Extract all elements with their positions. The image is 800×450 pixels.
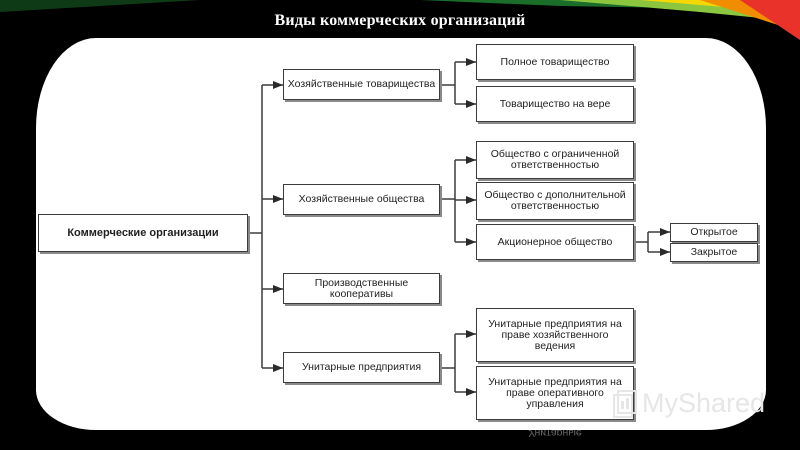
level2-box-0: Полное товарищество bbox=[476, 44, 634, 80]
reflection-text: Унитарные bbox=[476, 430, 634, 450]
level1-box-1: Хозяйственные общества bbox=[283, 184, 440, 215]
myshared-logo-icon bbox=[612, 389, 638, 419]
root-box: Коммерческие организации bbox=[38, 214, 248, 252]
level2-box-4: Акционерное общество bbox=[476, 224, 634, 260]
level1-box-0: Хозяйственные товарищества bbox=[283, 69, 440, 100]
level1-box-3: Унитарные предприятия bbox=[283, 352, 440, 383]
level2-box-5: Унитарные предприятия на праве хозяйстве… bbox=[476, 308, 634, 362]
level3-box-1: Закрытое bbox=[670, 243, 758, 262]
level2-box-6: Унитарные предприятия на праве оперативн… bbox=[476, 366, 634, 420]
level3-box-0: Открытое bbox=[670, 223, 758, 242]
level1-box-2: Производственные кооперативы bbox=[283, 273, 440, 304]
level2-box-3: Общество с дополнительной ответственност… bbox=[476, 182, 634, 220]
level2-box-2: Общество с ограниченной ответственностью bbox=[476, 141, 634, 179]
level2-box-1: Товарищество на вере bbox=[476, 86, 634, 122]
watermark: MyShared bbox=[612, 388, 765, 419]
watermark-text: MyShared bbox=[642, 388, 766, 418]
reflection-label: Унитарные bbox=[528, 430, 582, 439]
slide-title: Виды коммерческих организаций bbox=[274, 12, 526, 29]
